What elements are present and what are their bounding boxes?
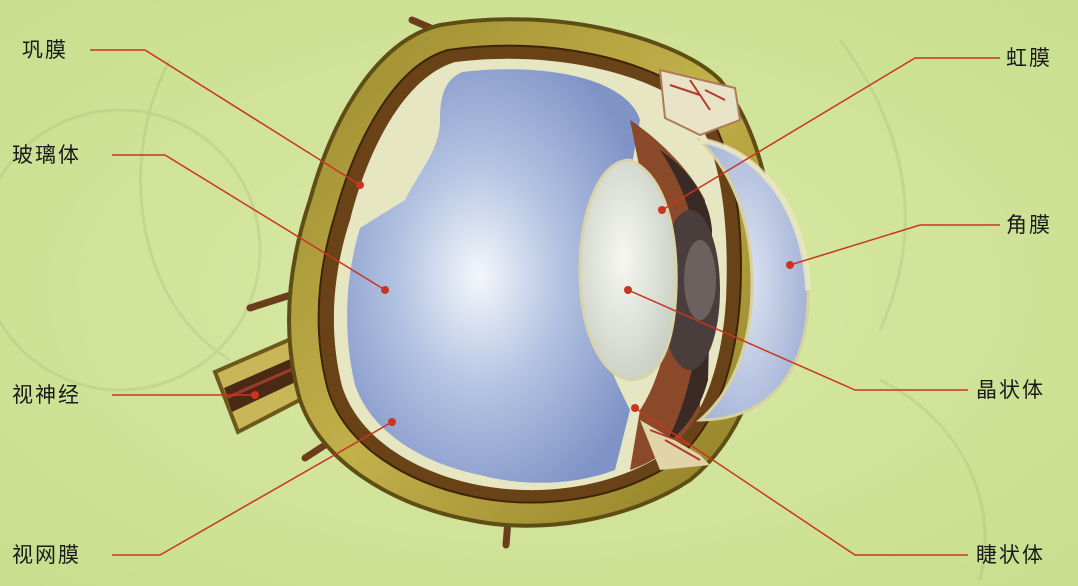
lens-shape [580, 160, 676, 380]
label-lens: 晶状体 [976, 380, 1045, 401]
label-retina: 视网膜 [12, 545, 81, 566]
label-ciliary-body: 睫状体 [976, 545, 1045, 566]
label-cornea: 角膜 [1006, 215, 1052, 236]
label-vitreous: 玻璃体 [12, 145, 81, 166]
label-iris: 虹膜 [1006, 48, 1052, 69]
label-sclera: 巩膜 [22, 40, 68, 61]
label-optic-nerve: 视神经 [12, 385, 81, 406]
